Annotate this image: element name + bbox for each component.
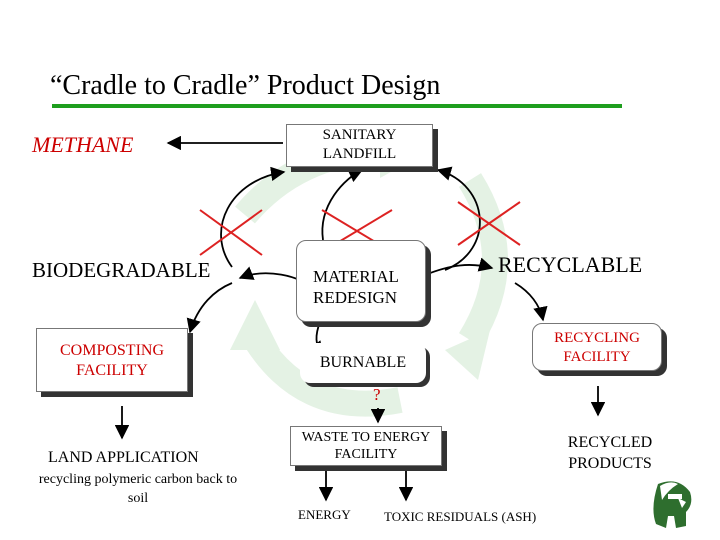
sanitary-landfill-box: SANITARY LANDFILL: [286, 124, 433, 167]
material-redesign-line1: MATERIAL: [313, 267, 399, 286]
title-rule: [52, 104, 622, 108]
material-redesign-line2: REDESIGN: [313, 288, 398, 307]
cross-mark-right: [457, 201, 521, 246]
energy-label: ENERGY: [298, 507, 351, 522]
question-mark-label: ?: [373, 385, 381, 404]
recycling-note-line2: soil: [127, 491, 149, 506]
waste-to-energy-line2: FACILITY: [334, 447, 398, 462]
arrow-biodegradable-to-composting: [186, 282, 233, 334]
composting-facility-box: COMPOSTING FACILITY: [36, 328, 188, 392]
composting-facility-line2: FACILITY: [76, 362, 148, 379]
arc-biodegradable-landfill: [220, 166, 286, 268]
composting-facility-line1: COMPOSTING: [59, 342, 164, 359]
sanitary-landfill-line1: SANITARY: [322, 127, 397, 143]
land-application-label: LAND APPLICATION: [48, 449, 199, 466]
recycled-products-label: RECYCLED PRODUCTS: [548, 432, 672, 474]
material-redesign-box: MATERIAL REDESIGN: [296, 240, 426, 322]
arrow-recyclable-to-recycling: [514, 282, 548, 322]
recyclable-label: RECYCLABLE: [498, 252, 643, 277]
arc-material-landfill: [321, 169, 364, 241]
cross-mark-left: [199, 209, 263, 256]
recycling-facility-line1: RECYCLING: [554, 330, 640, 346]
burnable-label: BURNABLE: [319, 354, 407, 371]
spartan-helmet-logo-icon: [653, 481, 692, 528]
arc-material-to-recyclable: [424, 257, 494, 276]
toxic-residuals-label: TOXIC RESIDUALS (ASH): [384, 509, 537, 524]
recycling-facility-box: RECYCLING FACILITY: [532, 323, 662, 371]
methane-label: METHANE: [32, 132, 134, 157]
arc-recyclable-landfill: [436, 166, 481, 271]
recycling-note-line1: recycling polymeric carbon back to: [38, 472, 238, 487]
sanitary-landfill-line2: LANDFILL: [322, 146, 397, 162]
biodegradable-label: BIODEGRADABLE: [32, 258, 211, 282]
waste-to-energy-line1: WASTE TO ENERGY: [301, 430, 431, 445]
recycling-facility-line2: FACILITY: [563, 349, 631, 365]
page-title: “Cradle to Cradle” Product Design: [50, 70, 441, 101]
recycled-products-line2: PRODUCTS: [568, 455, 652, 472]
recycled-products-line1: RECYCLED: [567, 434, 653, 451]
recycling-note: recycling polymeric carbon back to soil: [18, 470, 258, 508]
burnable-box: BURNABLE: [300, 343, 426, 383]
waste-to-energy-box: WASTE TO ENERGY FACILITY: [290, 426, 442, 466]
